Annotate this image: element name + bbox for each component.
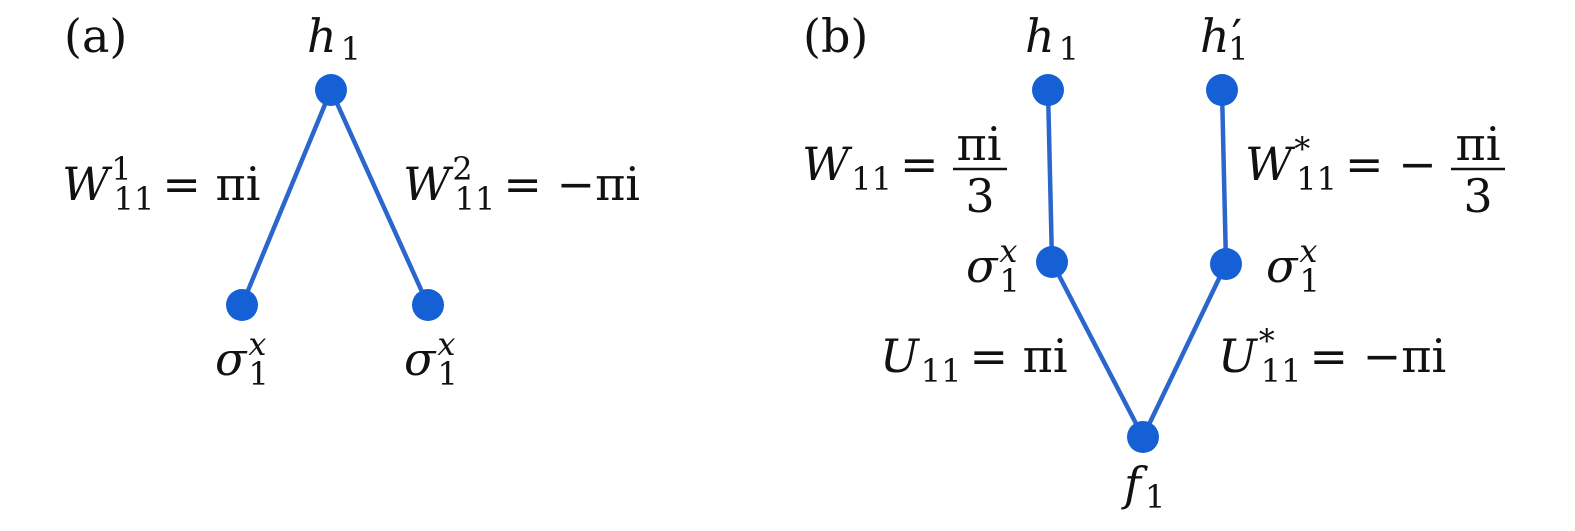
- panel-b-weight-left-upper: W11= πi 3: [802, 117, 1007, 223]
- panel-a-edge-left: [239, 87, 334, 308]
- svg-text:W*11= −: W*11= −: [1245, 130, 1437, 198]
- panel-b-node-f1: [1127, 421, 1159, 453]
- panel-b-weight-right-upper: W*11= − πi 3: [1245, 117, 1505, 223]
- panel-b-weight-right-lower: U*11= −πi: [1218, 322, 1446, 390]
- svg-text:W11=: W11=: [802, 137, 939, 198]
- panel-b-label: (b): [803, 9, 868, 63]
- panel-b-weight-right-upper-numerator: πi: [1456, 117, 1501, 171]
- panel-b-weight-right-upper-denominator: 3: [1463, 169, 1492, 223]
- panel-b-edge-right-lower: [1140, 261, 1229, 440]
- panel-b-node-sigma-left: [1036, 246, 1068, 278]
- panel-b-edge-left-upper: [1045, 87, 1055, 265]
- panel-b-node-h1-prime: [1206, 74, 1238, 106]
- panel-a-edge-right: [328, 87, 431, 308]
- panel-b-node-sigma-right: [1210, 248, 1242, 280]
- panel-a-node-h1: [315, 74, 347, 106]
- panel-a-node-sigma-right: [412, 289, 444, 321]
- panel-b-weight-left-upper-denominator: 3: [965, 169, 994, 223]
- panel-b-weight-left-lower: U11= πi: [880, 329, 1068, 390]
- panel-b-label-h1-prime: h′1: [1200, 9, 1248, 68]
- panel-b-edge-right-upper: [1219, 87, 1229, 267]
- panel-b-node-h1: [1032, 74, 1064, 106]
- panel-a-node-sigma-left: [226, 289, 258, 321]
- panel-b-weight-left-upper-numerator: πi: [957, 117, 1002, 171]
- panel-b-edge-left-lower: [1049, 259, 1146, 440]
- panel-a-label: (a): [64, 9, 127, 63]
